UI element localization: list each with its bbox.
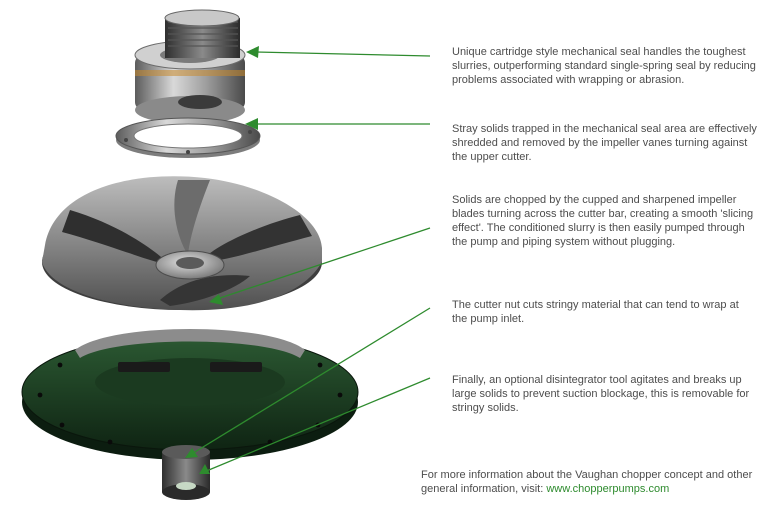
arrowhead-impeller [209,294,223,305]
leader-line-seal [255,51,431,57]
impeller-part [42,176,322,311]
arrowhead-disintegrator [199,464,210,474]
footer-info: For more information about the Vaughan c… [421,468,761,496]
arrowhead-cutter-nut [185,448,198,458]
callout-disintegrator: Finally, an optional disintegrator tool … [452,374,750,414]
arrowhead-seal [246,46,259,58]
callout-mechanical-seal: Unique cartridge style mechanical seal h… [452,46,756,86]
mechanical-seal-part [134,9,246,124]
leader-line-disintegrator [203,377,431,473]
upper-cutter-part [115,117,261,158]
callout-cutter-nut: The cutter nut cuts stringy material tha… [452,299,739,325]
callout-upper-cutter: Stray solids trapped in the mechanical s… [452,123,757,163]
cutter-bar-plate-part [21,329,359,460]
footer-text: For more information about the Vaughan c… [421,469,753,495]
leader-line-impeller [213,227,431,301]
callout-impeller: Solids are chopped by the cupped and sha… [452,194,754,248]
website-link[interactable]: www.chopperpumps.com [546,483,670,495]
leader-line-cutter-nut [189,307,431,456]
arrowhead-upper-cutter [245,118,258,130]
